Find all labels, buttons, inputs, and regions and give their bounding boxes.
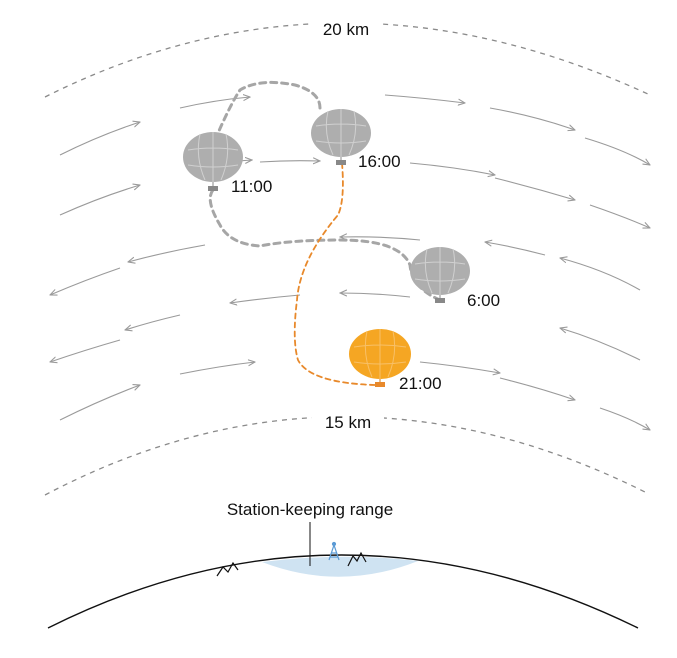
balloon-payload [435, 298, 445, 303]
wind-arrow [485, 242, 546, 256]
wind-layer-lower-eastward [59, 361, 650, 430]
balloon-time-label: 11:00 [231, 177, 272, 196]
balloon-payload [375, 382, 385, 387]
balloon-2100: 21:00 [349, 329, 442, 393]
trajectory-gray [208, 80, 442, 302]
wind-arrow [230, 294, 301, 303]
balloon-payload [208, 186, 218, 191]
wind-arrow [125, 314, 181, 330]
wind-arrow [128, 244, 206, 262]
wind-layer-westward [50, 237, 641, 362]
wind-arrow [419, 361, 500, 373]
wind-arrow [589, 204, 650, 228]
mountain-icon [347, 551, 367, 567]
trajectory-orange [293, 162, 376, 386]
wind-arrow [179, 362, 255, 375]
mountain-icon [216, 561, 239, 577]
balloon-payload [336, 160, 346, 165]
wind-arrow [59, 185, 140, 216]
altitude-15km-label: 15 km [325, 413, 371, 432]
wind-arrow [494, 177, 575, 200]
balloon-1100: 11:00 [183, 132, 272, 196]
earth-surface [47, 554, 639, 629]
altitude-20km-label: 20 km [323, 20, 369, 39]
wind-arrow [584, 137, 650, 165]
wind-arrow [489, 107, 575, 130]
balloon-time-label: 16:00 [358, 152, 401, 171]
wind-arrow [50, 267, 121, 295]
station-keeping-range-label: Station-keeping range [227, 500, 393, 519]
wind-arrow [560, 328, 641, 361]
balloon-1600: 16:00 [311, 109, 401, 171]
wind-arrow [179, 97, 250, 109]
wind-arrow [50, 339, 121, 362]
wind-arrow [59, 122, 140, 156]
balloon-time-label: 21:00 [399, 374, 442, 393]
ground-station-tower-icon [328, 541, 340, 561]
wind-arrow [409, 162, 495, 175]
wind-arrow [560, 258, 641, 291]
wind-arrow [340, 293, 411, 298]
wind-arrow [340, 237, 421, 241]
balloon-time-label: 6:00 [467, 291, 500, 310]
wind-arrow [59, 385, 140, 421]
wind-arrow [599, 407, 650, 430]
balloon-0600: 6:00 [410, 247, 500, 310]
wind-arrow [384, 94, 465, 103]
station-keeping-range-area [262, 556, 418, 577]
wind-arrow [499, 377, 575, 400]
altitude-20km-line [44, 22, 651, 98]
wind-arrow [259, 161, 320, 162]
